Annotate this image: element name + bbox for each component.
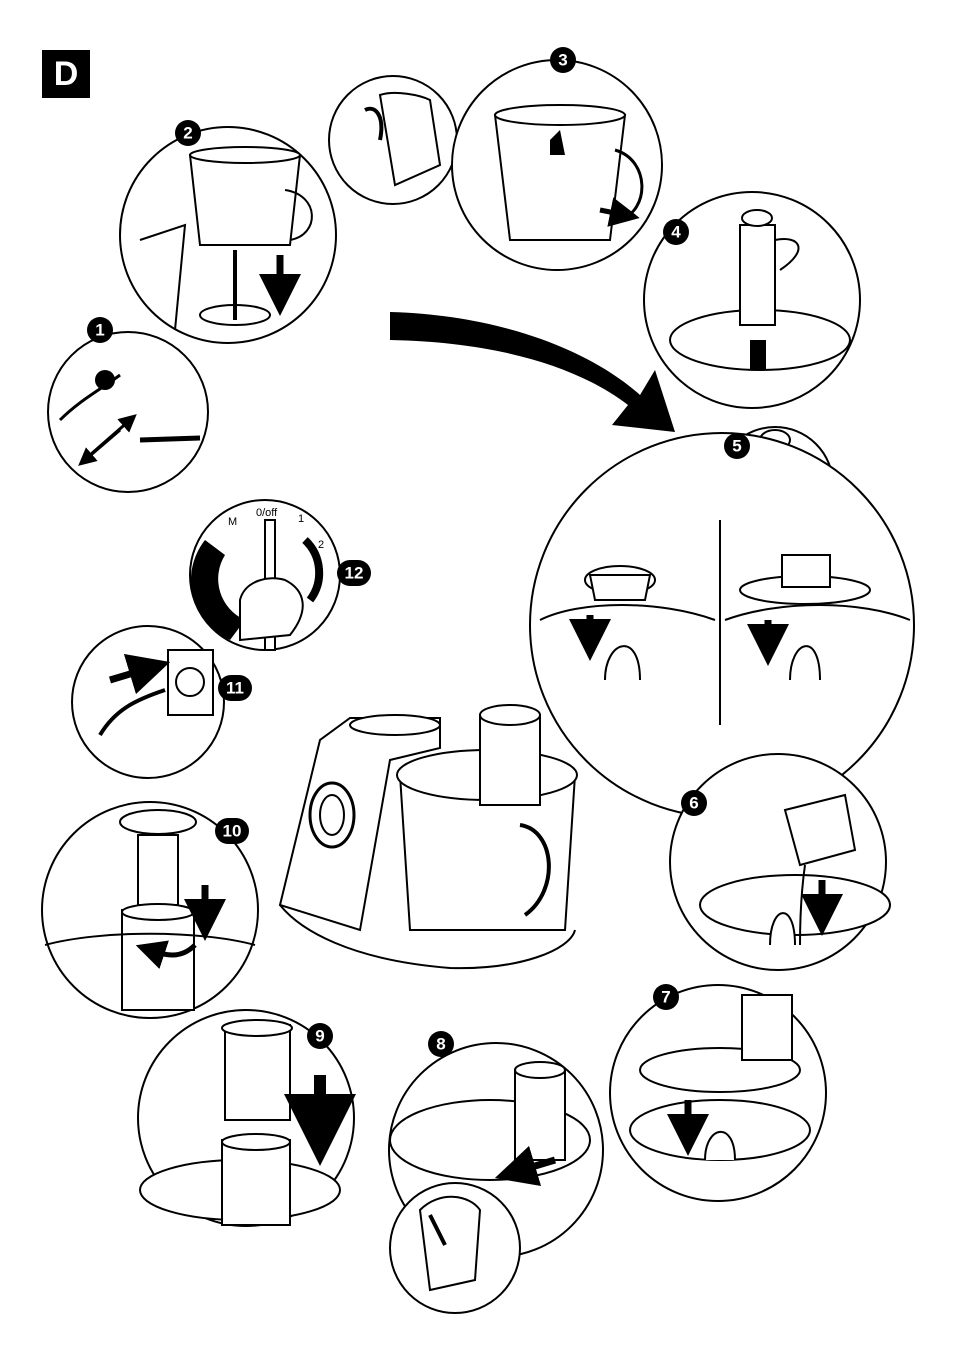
- step-11-illustration: [72, 626, 224, 778]
- food-processor-illustration: [280, 705, 577, 968]
- step-8-illustration: [389, 1043, 603, 1313]
- step-10-badge: 10: [215, 818, 249, 844]
- step-1-illustration: [48, 332, 208, 492]
- step-5-detail-illustration: [530, 433, 914, 817]
- dial-label-2: 2: [318, 539, 324, 551]
- sequence-arrow-icon: [390, 312, 675, 432]
- step-7-illustration: [610, 985, 826, 1201]
- step-12-badge: 12: [337, 560, 371, 586]
- step-4-badge: 4: [663, 219, 689, 245]
- step-6-illustration: [670, 754, 890, 970]
- svg-text:7: 7: [661, 988, 670, 1007]
- step-6-badge: 6: [681, 790, 707, 816]
- step-3-badge: 3: [550, 47, 576, 73]
- svg-text:8: 8: [436, 1035, 445, 1054]
- svg-text:6: 6: [689, 794, 698, 813]
- dial-label-off: 0/off: [256, 507, 278, 519]
- step-5-badge: 5: [724, 433, 750, 459]
- svg-text:2: 2: [183, 124, 192, 143]
- step-8-badge: 8: [428, 1031, 454, 1057]
- step-3-illustration: [329, 60, 662, 270]
- svg-text:3: 3: [558, 51, 567, 70]
- svg-text:9: 9: [315, 1027, 324, 1046]
- svg-text:1: 1: [95, 321, 104, 340]
- step-2-illustration: [120, 127, 336, 343]
- svg-text:12: 12: [345, 564, 364, 583]
- dial-label-m: M: [228, 516, 237, 528]
- dial-label-1: 1: [298, 513, 304, 525]
- step-9-badge: 9: [307, 1023, 333, 1049]
- svg-text:4: 4: [671, 223, 681, 242]
- svg-text:11: 11: [226, 679, 244, 698]
- svg-text:10: 10: [223, 822, 242, 841]
- step-7-badge: 7: [653, 984, 679, 1010]
- step-11-badge: 11: [218, 675, 252, 701]
- step-1-badge: 1: [87, 317, 113, 343]
- step-12-illustration: M 0/off 1 2: [190, 500, 340, 650]
- svg-text:5: 5: [732, 437, 741, 456]
- step-2-badge: 2: [175, 120, 201, 146]
